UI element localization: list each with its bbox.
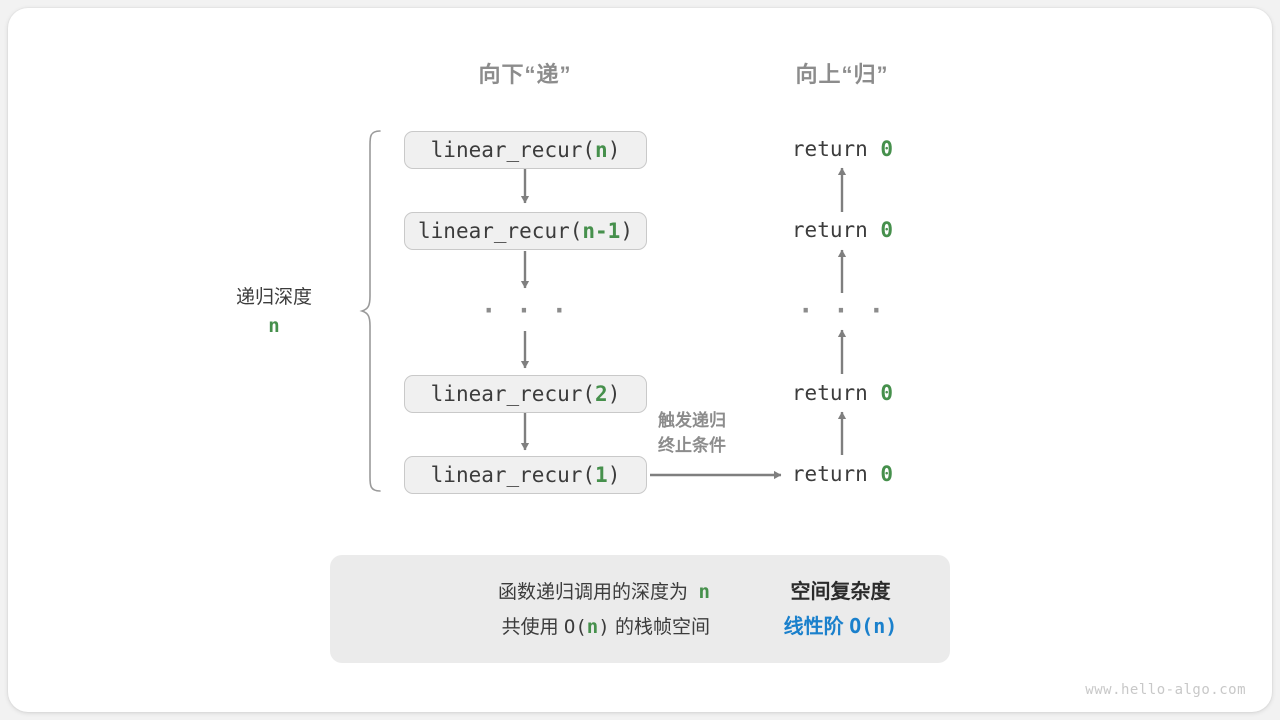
call-box-n-1[interactable]: linear_recur(n-1) [404,212,647,250]
return-statement-second: return 0 [745,218,940,242]
header-upward: 向上“归” [795,62,889,87]
call-box-n[interactable]: linear_recur(n) [404,131,647,169]
summary-line-2-text: 共使用 [501,617,559,638]
summary-line-2-n: n [586,616,599,638]
call-box-prefix: linear_recur( [418,219,583,243]
return-keyword: return [791,218,868,242]
summary-result-order: 线性阶 [783,616,844,638]
base-case-note: 触发递归 终止条件 [658,408,726,458]
return-value: 0 [880,137,894,161]
recursion-depth-value: n [268,315,280,337]
call-box-suffix: ) [607,382,621,406]
call-box-arg: 1 [595,463,608,487]
recursion-depth-text: 递归深度 [235,287,312,308]
summary-result-value: 线性阶 O(n) [748,609,933,644]
return-value: 0 [880,381,894,405]
call-box-prefix: linear_recur( [430,382,596,406]
call-stack-ellipsis: · · · [480,296,570,326]
summary-result: 空间复杂度 线性阶 O(n) [748,575,933,644]
call-box-1[interactable]: linear_recur(1) [404,456,647,494]
call-box-suffix: ) [607,138,621,162]
summary-line-1: 函数递归调用的深度为 n [350,575,710,610]
complexity-summary-panel: 函数递归调用的深度为 n 共使用 O(n) 的栈帧空间 空间复杂度 线性阶 O(… [330,555,950,663]
call-box-suffix: ) [607,463,621,487]
call-box-prefix: linear_recur( [430,463,596,487]
summary-result-title: 空间复杂度 [790,581,891,603]
recursion-depth-label: 递归深度 n [174,283,374,339]
summary-line-2-paren: ) [598,616,610,638]
return-keyword: return [791,381,868,405]
return-keyword: return [791,137,868,161]
return-value: 0 [880,218,894,242]
summary-description: 函数递归调用的深度为 n 共使用 O(n) 的栈帧空间 [350,575,710,645]
return-statement-third: return 0 [745,381,940,405]
header-downward: 向下“递” [478,62,572,87]
summary-line-1-n: n [698,581,710,603]
call-box-arg: 2 [595,382,608,406]
summary-line-2-big-o: O( [563,616,587,638]
base-case-note-line1: 触发递归 [658,411,726,430]
return-statement-base: return 0 [745,462,940,486]
return-statement-top: return 0 [745,137,940,161]
call-box-prefix: linear_recur( [430,138,596,162]
return-keyword: return [791,462,868,486]
summary-result-expr: O(n) [849,614,898,638]
call-box-2[interactable]: linear_recur(2) [404,375,647,413]
call-box-arg: n [595,138,608,162]
summary-line-2-tail: 的栈帧空间 [614,617,710,638]
call-box-arg: n-1 [582,219,621,243]
return-stack-ellipsis: · · · [797,296,887,326]
call-box-suffix: ) [620,219,633,243]
summary-line-2: 共使用 O(n) 的栈帧空间 [350,610,710,645]
return-value: 0 [880,462,894,486]
site-watermark: www.hello-algo.com [1085,682,1246,698]
summary-line-1-text: 函数递归调用的深度为 [497,582,688,603]
base-case-note-line2: 终止条件 [658,436,726,455]
